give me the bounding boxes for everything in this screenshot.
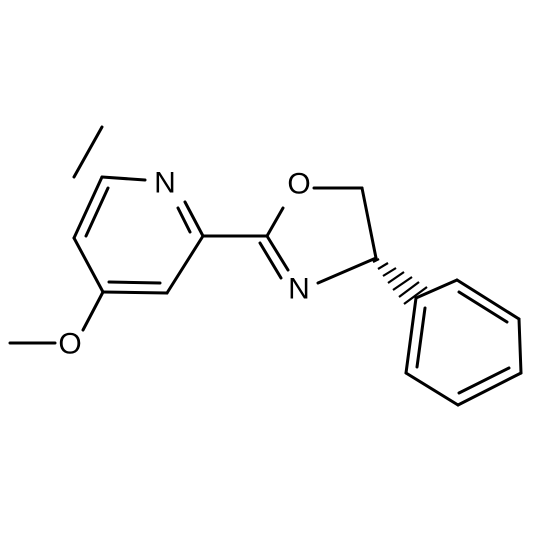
bond-methyl — [72, 125, 104, 179]
bond-ph-6 — [404, 296, 418, 375]
bond-c6-n1 — [100, 175, 147, 182]
bond-n3-c2ox — [265, 234, 290, 272]
bond-ph-2 — [455, 278, 521, 321]
bond-ph-4 — [456, 371, 523, 407]
pyridine-nitrogen-label: N — [154, 167, 176, 200]
bond-ph-6-inner — [415, 306, 427, 369]
bond-c3-c4 — [101, 290, 169, 295]
bond-ph-4-inner — [457, 366, 511, 395]
bond-ph-2-inner — [457, 290, 509, 324]
bond-c4-c5 — [72, 236, 105, 294]
bond-c4-o — [81, 290, 105, 332]
methoxy-oxygen-label: O — [58, 328, 81, 361]
bond-c4-n3 — [316, 256, 378, 285]
bond-c5-c6-inner — [84, 186, 110, 238]
hashed-wedge-bond — [372, 258, 428, 305]
bond-n1-c2-inner — [176, 206, 192, 234]
bond-n1-c2 — [183, 200, 205, 238]
oxazoline-nitrogen-label: N — [288, 273, 310, 306]
bond-ph-3 — [517, 317, 523, 375]
bond-ph-1 — [414, 278, 459, 300]
bond-ph-5 — [404, 371, 460, 407]
oxazoline-oxygen-label: O — [287, 168, 310, 201]
bond-c5-c6 — [72, 175, 104, 240]
bond-c2ox-o — [265, 206, 285, 238]
bond-ch2-c4 — [360, 186, 378, 260]
bond-c2-c3 — [165, 234, 205, 295]
bond-n3-c2ox-inner — [258, 241, 283, 280]
bond-c3-c4-inner — [107, 280, 162, 285]
